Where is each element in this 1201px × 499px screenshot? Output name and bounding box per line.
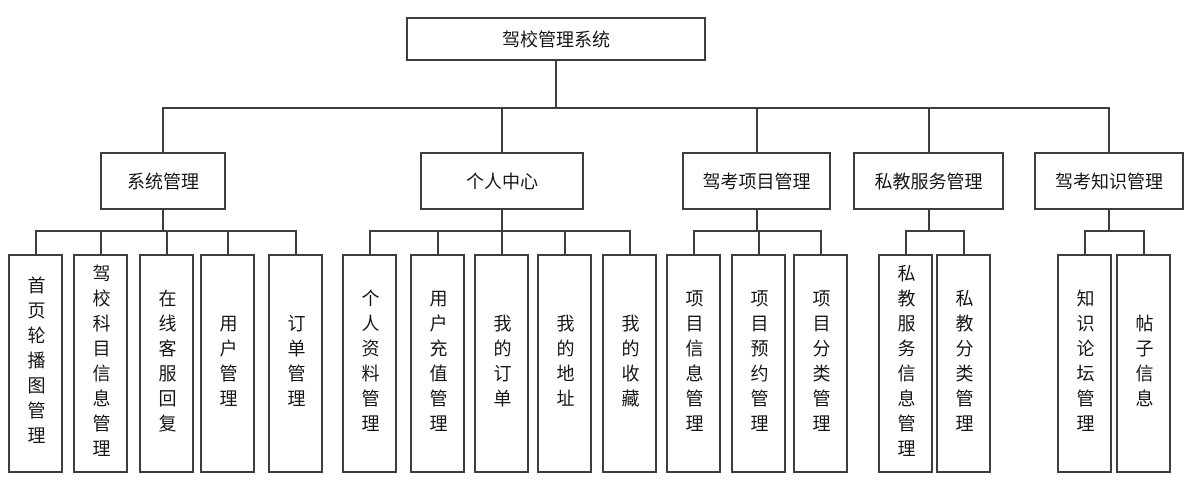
node-order-management: 订单管理 [268,254,323,473]
node-user-management: 用户管理 [200,254,255,473]
node-my-orders: 我的订单 [474,254,529,473]
node-project-category-management: 项目分类管理 [793,254,848,473]
node-my-address: 我的地址 [537,254,592,473]
node-homepage-carousel-management: 首页轮播图管理 [8,254,63,473]
node-tutor-service-info-management: 私教服务信息管理 [878,254,933,473]
node-label: 项目分类管理 [810,288,831,439]
node-label: 个人中心 [466,172,538,192]
node-label: 驾校管理系统 [502,30,610,50]
node-label: 驾考项目管理 [702,172,811,192]
node-label: 私教分类管理 [953,288,974,439]
node-label: 在线客服回复 [156,288,177,439]
node-user-recharge-management: 用户充值管理 [410,254,465,473]
node-project-info-management: 项目信息管理 [666,254,721,473]
node-driving-test-knowledge-management: 驾考知识管理 [1034,152,1184,210]
node-label: 个人资料管理 [359,288,380,439]
node-driving-test-project-management: 驾考项目管理 [682,152,831,210]
node-system-management: 系统管理 [100,152,226,210]
node-label: 私教服务管理 [874,172,983,192]
node-personal-profile-management: 个人资料管理 [342,254,397,473]
node-label: 驾校科目信息管理 [90,263,111,464]
node-label: 我的地址 [554,313,575,414]
node-online-service-reply: 在线客服回复 [139,254,194,473]
node-label: 系统管理 [127,172,199,192]
node-label: 帖子信息 [1133,313,1154,414]
node-label: 我的订单 [491,313,512,414]
node-post-info: 帖子信息 [1116,254,1171,473]
node-private-tutor-service-management: 私教服务管理 [853,152,1004,210]
node-label: 项目信息管理 [683,288,704,439]
node-personal-center: 个人中心 [420,152,584,210]
node-root-driving-school-system: 驾校管理系统 [406,17,706,61]
node-label: 我的收藏 [619,313,640,414]
node-label: 私教服务信息管理 [895,263,916,464]
node-school-subject-info-management: 驾校科目信息管理 [73,254,128,473]
node-label: 用户管理 [217,313,238,414]
node-label: 项目预约管理 [748,288,769,439]
node-knowledge-forum-management: 知识论坛管理 [1057,254,1112,473]
node-label: 知识论坛管理 [1074,288,1095,439]
node-label: 首页轮播图管理 [25,276,46,451]
node-tutor-category-management: 私教分类管理 [936,254,991,473]
node-my-favorites: 我的收藏 [602,254,657,473]
node-label: 用户充值管理 [427,288,448,439]
node-label: 订单管理 [285,313,306,414]
node-label: 驾考知识管理 [1055,172,1163,192]
node-project-reservation-management: 项目预约管理 [731,254,786,473]
